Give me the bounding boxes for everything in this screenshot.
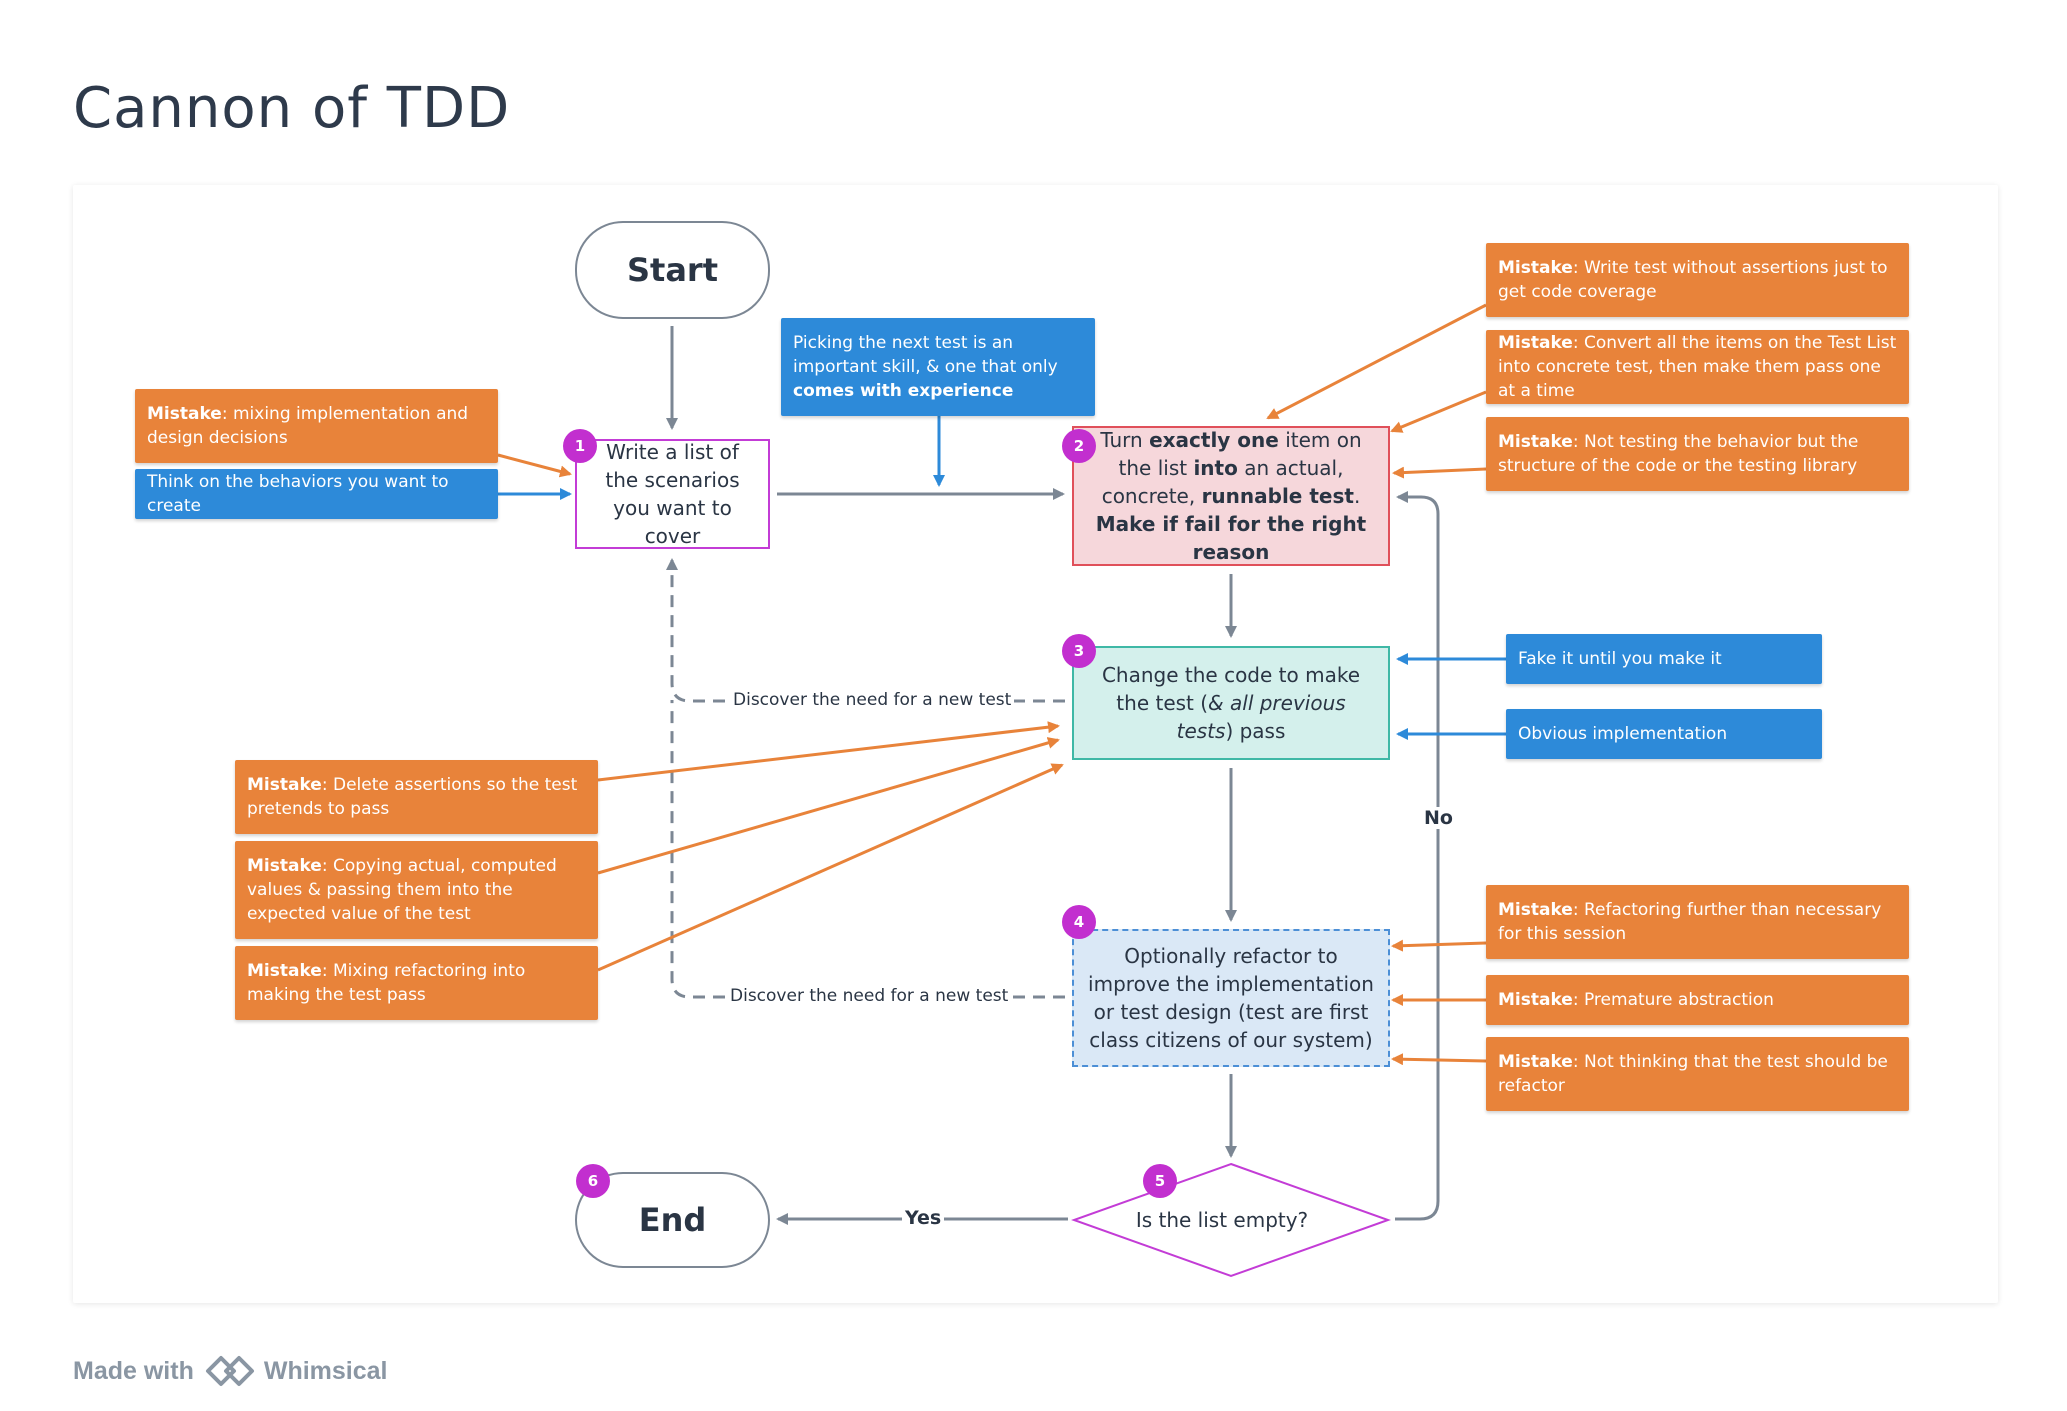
step-badge-5: 5 — [1143, 1164, 1177, 1198]
mistake-note-copying-values: Mistake: Copying actual, computed values… — [235, 841, 598, 939]
step-badge-6: 6 — [576, 1164, 610, 1198]
step-badge-2: 2 — [1062, 429, 1096, 463]
mistake-note-mixing-decisions: Mistake: mixing implementation and desig… — [135, 389, 498, 463]
edge-label-discover-2: Discover the need for a new test — [727, 986, 1012, 1006]
edge-label-no: No — [1421, 807, 1456, 829]
whimsical-brand-name: Whimsical — [263, 1356, 388, 1385]
whimsical-brand[interactable]: Whimsical — [204, 1352, 388, 1390]
mistake-note-mixing-refactoring: Mistake: Mixing refactoring into making … — [235, 946, 598, 1020]
step3-text: Change the code to make the test (& all … — [1101, 663, 1361, 743]
step2-turn-item: Turn exactly one item on the list into a… — [1072, 426, 1390, 566]
step-badge-1: 1 — [563, 429, 597, 463]
page-title: Cannon of TDD — [73, 76, 511, 141]
tip-note-picking-next-test: Picking the next test is an important sk… — [781, 318, 1095, 416]
step5-question: Is the list empty? — [1135, 1208, 1309, 1232]
tip-note-fake-it: Fake it until you make it — [1506, 634, 1822, 684]
made-with-label: Made with — [73, 1356, 194, 1385]
mistake-note-no-assertions: Mistake: Write test without assertions j… — [1486, 243, 1909, 317]
mistake-note-premature-abstraction: Mistake: Premature abstraction — [1486, 975, 1909, 1025]
step-badge-3: 3 — [1062, 634, 1096, 668]
tip-note-obvious-implementation: Obvious implementation — [1506, 709, 1822, 759]
mistake-note-delete-assertions: Mistake: Delete assertions so the test p… — [235, 760, 598, 834]
step3-make-pass: Change the code to make the test (& all … — [1072, 646, 1390, 760]
mistake-note-convert-all: Mistake: Convert all the items on the Te… — [1486, 330, 1909, 404]
whimsical-logo-icon — [205, 1356, 254, 1386]
edge-label-yes: Yes — [902, 1207, 945, 1229]
mistake-note-not-thinking-refactor: Mistake: Not thinking that the test shou… — [1486, 1037, 1909, 1111]
tip-note-think-behaviors: Think on the behaviors you want to creat… — [135, 469, 498, 519]
edge-label-discover-1: Discover the need for a new test — [730, 690, 1015, 710]
step-badge-4: 4 — [1062, 905, 1096, 939]
mistake-note-refactoring-further: Mistake: Refactoring further than necess… — [1486, 885, 1909, 959]
mistake-note-testing-structure: Mistake: Not testing the behavior but th… — [1486, 417, 1909, 491]
start-node: Start — [575, 221, 770, 319]
step2-text: Turn exactly one item on the list into a… — [1095, 428, 1367, 564]
footer[interactable]: Made with Whimsical — [73, 1352, 388, 1390]
step1-write-list: Write a list of the scenarios you want t… — [575, 439, 770, 549]
step4-refactor: Optionally refactor to improve the imple… — [1072, 929, 1390, 1067]
